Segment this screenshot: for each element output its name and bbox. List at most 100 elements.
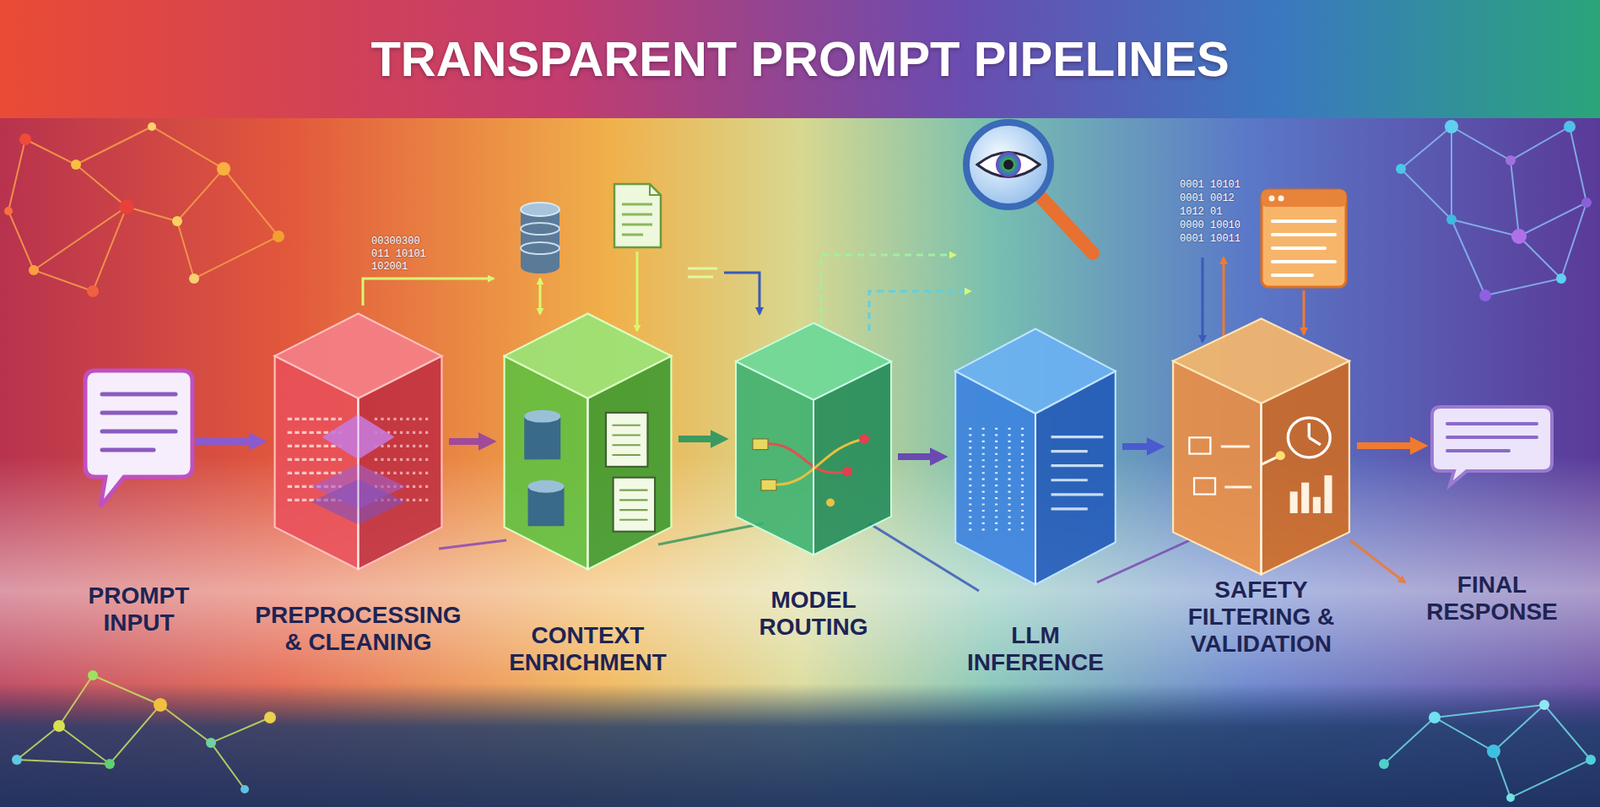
magnifier-eye-icon bbox=[966, 122, 1093, 254]
binary-code: 0000 10010 bbox=[1179, 219, 1241, 232]
bubble-line bbox=[102, 410, 176, 416]
output-line bbox=[1051, 507, 1088, 510]
code-snippet-holder: 0000 10010 bbox=[1179, 219, 1241, 232]
cube-top-face bbox=[275, 313, 443, 399]
network-lines bbox=[1383, 704, 1591, 798]
network-bottom-right bbox=[1378, 699, 1596, 802]
cube-top-face bbox=[1172, 318, 1350, 404]
validation-icons bbox=[1202, 189, 1346, 342]
data-row bbox=[287, 444, 343, 448]
network-dot bbox=[240, 784, 249, 794]
thin-connector bbox=[1097, 540, 1190, 583]
eye-pupil bbox=[1003, 159, 1014, 170]
document-lines bbox=[621, 204, 653, 235]
bubble-line bbox=[102, 448, 154, 453]
chart-bar bbox=[1313, 497, 1321, 514]
window-lines bbox=[1272, 221, 1336, 276]
output-line bbox=[1051, 464, 1104, 467]
binary-code: 0001 0012 bbox=[1179, 192, 1235, 205]
pipeline-cube: SAFETY FILTERING & VALIDATION bbox=[1165, 311, 1357, 582]
token-column bbox=[1021, 427, 1024, 531]
eye-iris bbox=[995, 151, 1022, 178]
route-port bbox=[761, 479, 777, 491]
network-dot bbox=[1479, 289, 1492, 302]
route-dot bbox=[859, 433, 870, 444]
database-top bbox=[528, 480, 565, 493]
network-dot bbox=[1585, 754, 1596, 765]
dial-hand bbox=[1308, 422, 1321, 445]
network-dot bbox=[205, 737, 217, 748]
network-lines bbox=[8, 126, 279, 292]
network-dot bbox=[53, 719, 65, 732]
code-dashes bbox=[687, 268, 718, 277]
data-row bbox=[287, 458, 343, 461]
magnifier-lens bbox=[966, 122, 1051, 207]
output-line bbox=[1051, 478, 1088, 482]
document-line bbox=[612, 424, 641, 427]
network-dot bbox=[104, 758, 115, 769]
document-page bbox=[614, 183, 661, 248]
document-line bbox=[619, 489, 648, 492]
network-dot bbox=[1539, 699, 1550, 710]
document-line bbox=[619, 518, 648, 521]
token-column bbox=[968, 427, 972, 531]
binary-code: 0001 10101 bbox=[1179, 178, 1241, 191]
feed-arrow bbox=[1222, 257, 1226, 342]
pipeline-cube: LLM INFERENCE bbox=[948, 321, 1123, 592]
network-dot bbox=[86, 285, 99, 298]
network-dot bbox=[1505, 155, 1516, 166]
data-row bbox=[374, 444, 430, 448]
output-bubble: FINAL RESPONSE bbox=[1428, 403, 1556, 488]
database-body bbox=[524, 416, 561, 460]
network-dot bbox=[1395, 163, 1406, 174]
database-ring bbox=[520, 222, 560, 235]
flow-arrow bbox=[897, 453, 934, 460]
stage-label: PREPROCESSING & CLEANING bbox=[248, 601, 470, 656]
document-line bbox=[619, 498, 648, 501]
network-dot bbox=[70, 159, 82, 170]
title-banner bbox=[0, 0, 1600, 119]
check-dot bbox=[1275, 450, 1286, 460]
stage-label: LLM INFERENCE bbox=[953, 621, 1119, 676]
network-dot bbox=[28, 264, 39, 276]
document-page bbox=[613, 477, 655, 532]
network-top-left bbox=[4, 122, 285, 298]
data-row bbox=[287, 417, 343, 421]
network-dot bbox=[1506, 793, 1515, 802]
pipeline-cube: PREPROCESSING & CLEANING bbox=[267, 306, 449, 577]
data-row bbox=[374, 458, 430, 461]
token-column bbox=[994, 427, 998, 531]
bubble-line bbox=[1447, 448, 1509, 453]
database-top bbox=[524, 410, 561, 423]
route-dot bbox=[842, 466, 853, 477]
cube-shape bbox=[497, 306, 679, 577]
code-snippet-holder: 00300300 bbox=[371, 235, 421, 248]
bubble-line bbox=[102, 429, 176, 434]
network-lines bbox=[16, 675, 271, 790]
binary-code: 1012 01 bbox=[1179, 205, 1222, 218]
database-ring bbox=[520, 242, 560, 255]
network-bottom-left bbox=[11, 670, 276, 794]
bubble-line bbox=[102, 392, 176, 397]
pipeline-cube: MODEL ROUTING bbox=[729, 316, 898, 562]
cube-top-face bbox=[955, 329, 1116, 414]
code-snippet-holder: 0001 0012 bbox=[1179, 192, 1235, 205]
route-port bbox=[752, 438, 768, 450]
token-column bbox=[1008, 427, 1011, 531]
feed-arrow bbox=[724, 272, 760, 314]
code-snippet-holder: 102001 bbox=[371, 260, 408, 273]
document-line bbox=[619, 508, 648, 511]
network-dot bbox=[1563, 120, 1576, 133]
network-dot bbox=[189, 273, 200, 284]
thin-connector bbox=[438, 540, 507, 549]
network-dot bbox=[118, 199, 135, 215]
network-dot bbox=[147, 122, 157, 131]
cube-top-face bbox=[504, 313, 672, 399]
network-dot bbox=[1446, 214, 1457, 225]
document-line bbox=[612, 454, 641, 456]
network-dot bbox=[172, 216, 183, 227]
window-header bbox=[1261, 189, 1346, 207]
window-dot bbox=[1278, 195, 1285, 202]
